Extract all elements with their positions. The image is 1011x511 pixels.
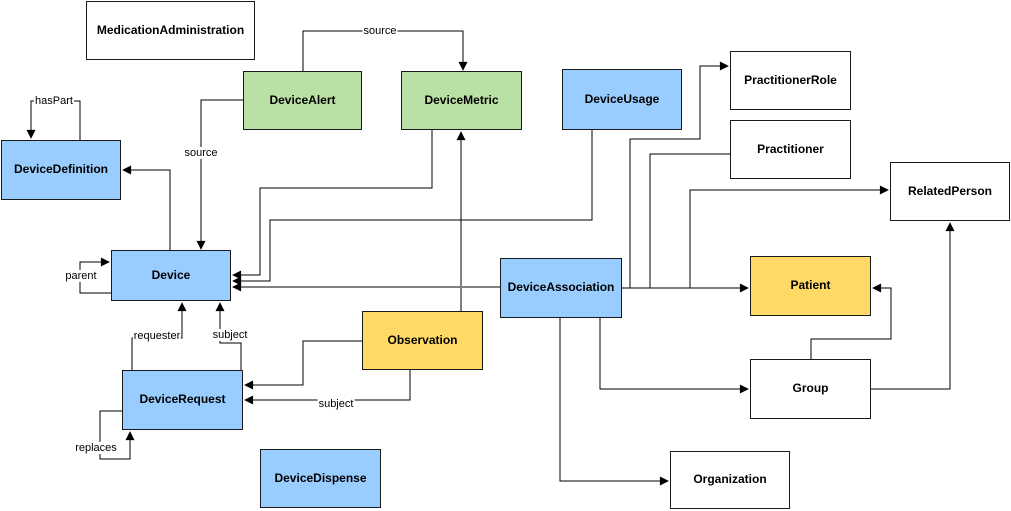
edge-label-devicerequest-device-requester: requester [132,329,182,343]
edge-deviceusage-device [232,130,593,286]
node-device-definition: DeviceDefinition [1,140,121,200]
edge-devicerequest-replaces-loop [99,410,135,460]
node-label-device-usage: DeviceUsage [584,91,660,106]
node-device-request: DeviceRequest [122,370,243,430]
edge-device-devicedefinition [122,165,171,250]
node-label-device-metric: DeviceMetric [424,92,499,107]
node-practitioner-role: PractitionerRole [730,51,851,110]
edge-observation-devicerequest-subject [244,370,411,405]
node-label-device-association: DeviceAssociation [507,280,615,295]
edge-deviceassociation-organization [559,318,669,486]
node-label-organization: Organization [693,472,767,487]
edge-label-devicerequest-replaces-loop: replaces [74,441,118,455]
edge-devicerequest-device-subject [215,302,242,370]
edge-group-relatedperson [871,222,955,390]
edge-devicemetric-device [232,130,433,280]
edge-label-devicedefinition-haspart-loop: hasPart [34,94,74,108]
node-patient: Patient [750,256,871,316]
node-device-dispense: DeviceDispense [260,449,381,508]
edge-label-devicerequest-device-subject: subject [211,328,249,342]
node-device-metric: DeviceMetric [401,71,522,130]
node-label-device-alert: DeviceAlert [269,92,336,107]
node-label-medication-administration: MedicationAdministration [96,22,245,37]
node-medication-administration: MedicationAdministration [86,1,255,60]
node-label-practitioner: Practitioner [757,141,824,156]
node-device: Device [111,250,231,301]
edge-group-patient [810,283,892,359]
node-label-group: Group [792,381,829,396]
edge-devicealert-device [196,99,243,250]
edge-deviceassociation-practitioner [622,153,730,289]
node-practitioner: Practitioner [730,120,851,179]
edge-label-devicealert-device: source [183,146,219,160]
node-label-patient: Patient [790,278,831,293]
node-device-association: DeviceAssociation [500,258,622,318]
node-label-device-request: DeviceRequest [139,392,226,407]
node-observation: Observation [362,311,483,370]
node-label-device: Device [151,267,191,282]
edge-deviceassociation-relatedperson [622,185,889,289]
node-label-related-person: RelatedPerson [907,183,993,198]
node-label-device-definition: DeviceDefinition [13,162,109,177]
node-related-person: RelatedPerson [890,162,1010,221]
node-device-alert: DeviceAlert [243,71,362,130]
node-group: Group [750,359,871,419]
node-organization: Organization [670,451,790,509]
edge-deviceassociation-group [599,318,749,394]
node-label-device-dispense: DeviceDispense [274,470,367,485]
node-device-usage: DeviceUsage [562,69,682,130]
edge-label-device-parent-loop: parent [64,269,98,283]
node-label-observation: Observation [387,332,458,347]
edge-label-devicealert-devicemetric: source [362,24,398,38]
edge-observation-devicerequest [244,340,362,390]
node-label-practitioner-role: PractitionerRole [744,72,837,87]
edge-label-observation-devicerequest-subject: subject [317,397,355,411]
